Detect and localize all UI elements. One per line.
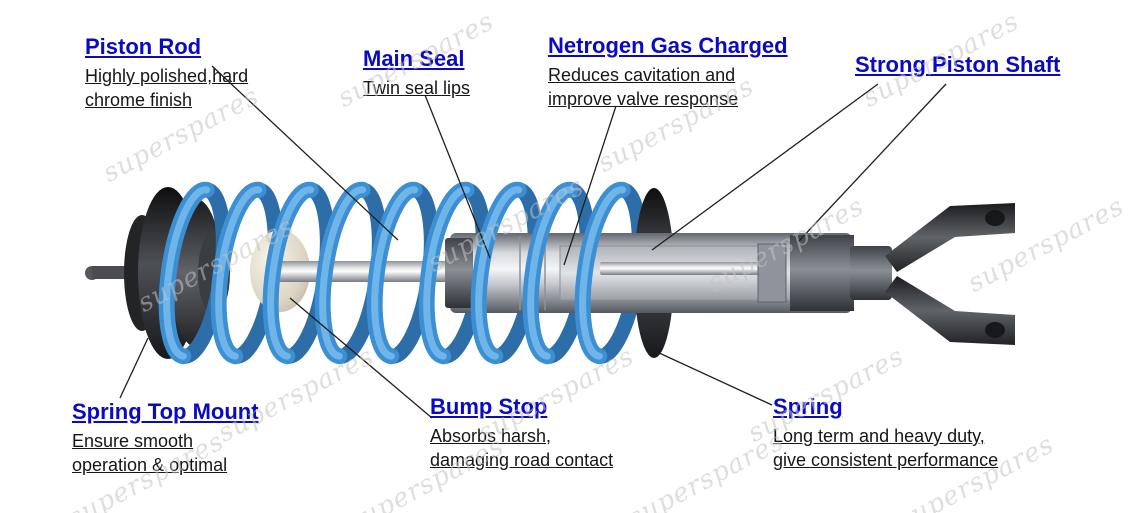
piston-shaft-title: Strong Piston Shaft [855, 52, 1061, 77]
bump-stop-desc-1: Absorbs harsh, [430, 426, 552, 446]
label-spring-top-mount: Spring Top Mount Ensure smooth operation… [72, 399, 259, 478]
leader-line-spring [643, 345, 773, 406]
leader-lines [119, 65, 947, 419]
label-main-seal: Main Seal Twin seal lips [363, 46, 470, 101]
leader-line-nitrogen-gas [563, 105, 617, 266]
label-bump-stop: Bump Stop Absorbs harsh, damaging road c… [430, 394, 613, 473]
cylinder-body-part [445, 233, 854, 313]
spring-title: Spring [773, 394, 843, 419]
leader-line-piston-shaft-a [651, 83, 879, 251]
label-nitrogen-gas: Netrogen Gas Charged Reduces cavitation … [548, 33, 788, 112]
spring-desc-2: give consistent performance [773, 449, 999, 470]
label-piston-rod: Piston Rod Highly polished,hard chrome f… [85, 34, 248, 113]
leader-line-main-seal [424, 94, 491, 259]
leader-line-bump-stop [289, 297, 433, 419]
nitrogen-gas-desc-1: Reduces cavitation and [548, 65, 736, 85]
piston-rod-part [268, 261, 460, 282]
leader-line-piston-shaft-b [797, 83, 947, 243]
leader-line-piston-rod [211, 65, 399, 241]
main-seal-desc-1: Twin seal lips [363, 78, 471, 98]
bump-stop-desc-2: damaging road contact [430, 449, 614, 470]
piston-rod-desc-1: Highly polished,hard [85, 66, 249, 86]
main-seal-title: Main Seal [363, 46, 465, 71]
fork-mount-part [850, 203, 1015, 345]
fork-hole-top [985, 210, 1005, 226]
spring-desc-1: Long term and heavy duty, [773, 426, 985, 446]
spring-top-mount-desc-2: operation & optimal [72, 454, 228, 475]
leader-line-spring-top-mount [119, 337, 149, 399]
spring-top-mount-desc-1: Ensure smooth [72, 431, 194, 451]
nitrogen-gas-title: Netrogen Gas Charged [548, 33, 788, 58]
label-spring: Spring Long term and heavy duty, give co… [773, 394, 998, 473]
piston-rod-title: Piston Rod [85, 34, 202, 59]
spring-top-mount-title: Spring Top Mount [72, 399, 259, 424]
bump-stop-title: Bump Stop [430, 394, 548, 419]
label-piston-shaft: Strong Piston Shaft [855, 52, 1060, 83]
fork-hole-bottom [985, 322, 1005, 338]
nitrogen-gas-desc-2: improve valve response [548, 88, 739, 109]
piston-rod-desc-2: chrome finish [85, 89, 193, 110]
